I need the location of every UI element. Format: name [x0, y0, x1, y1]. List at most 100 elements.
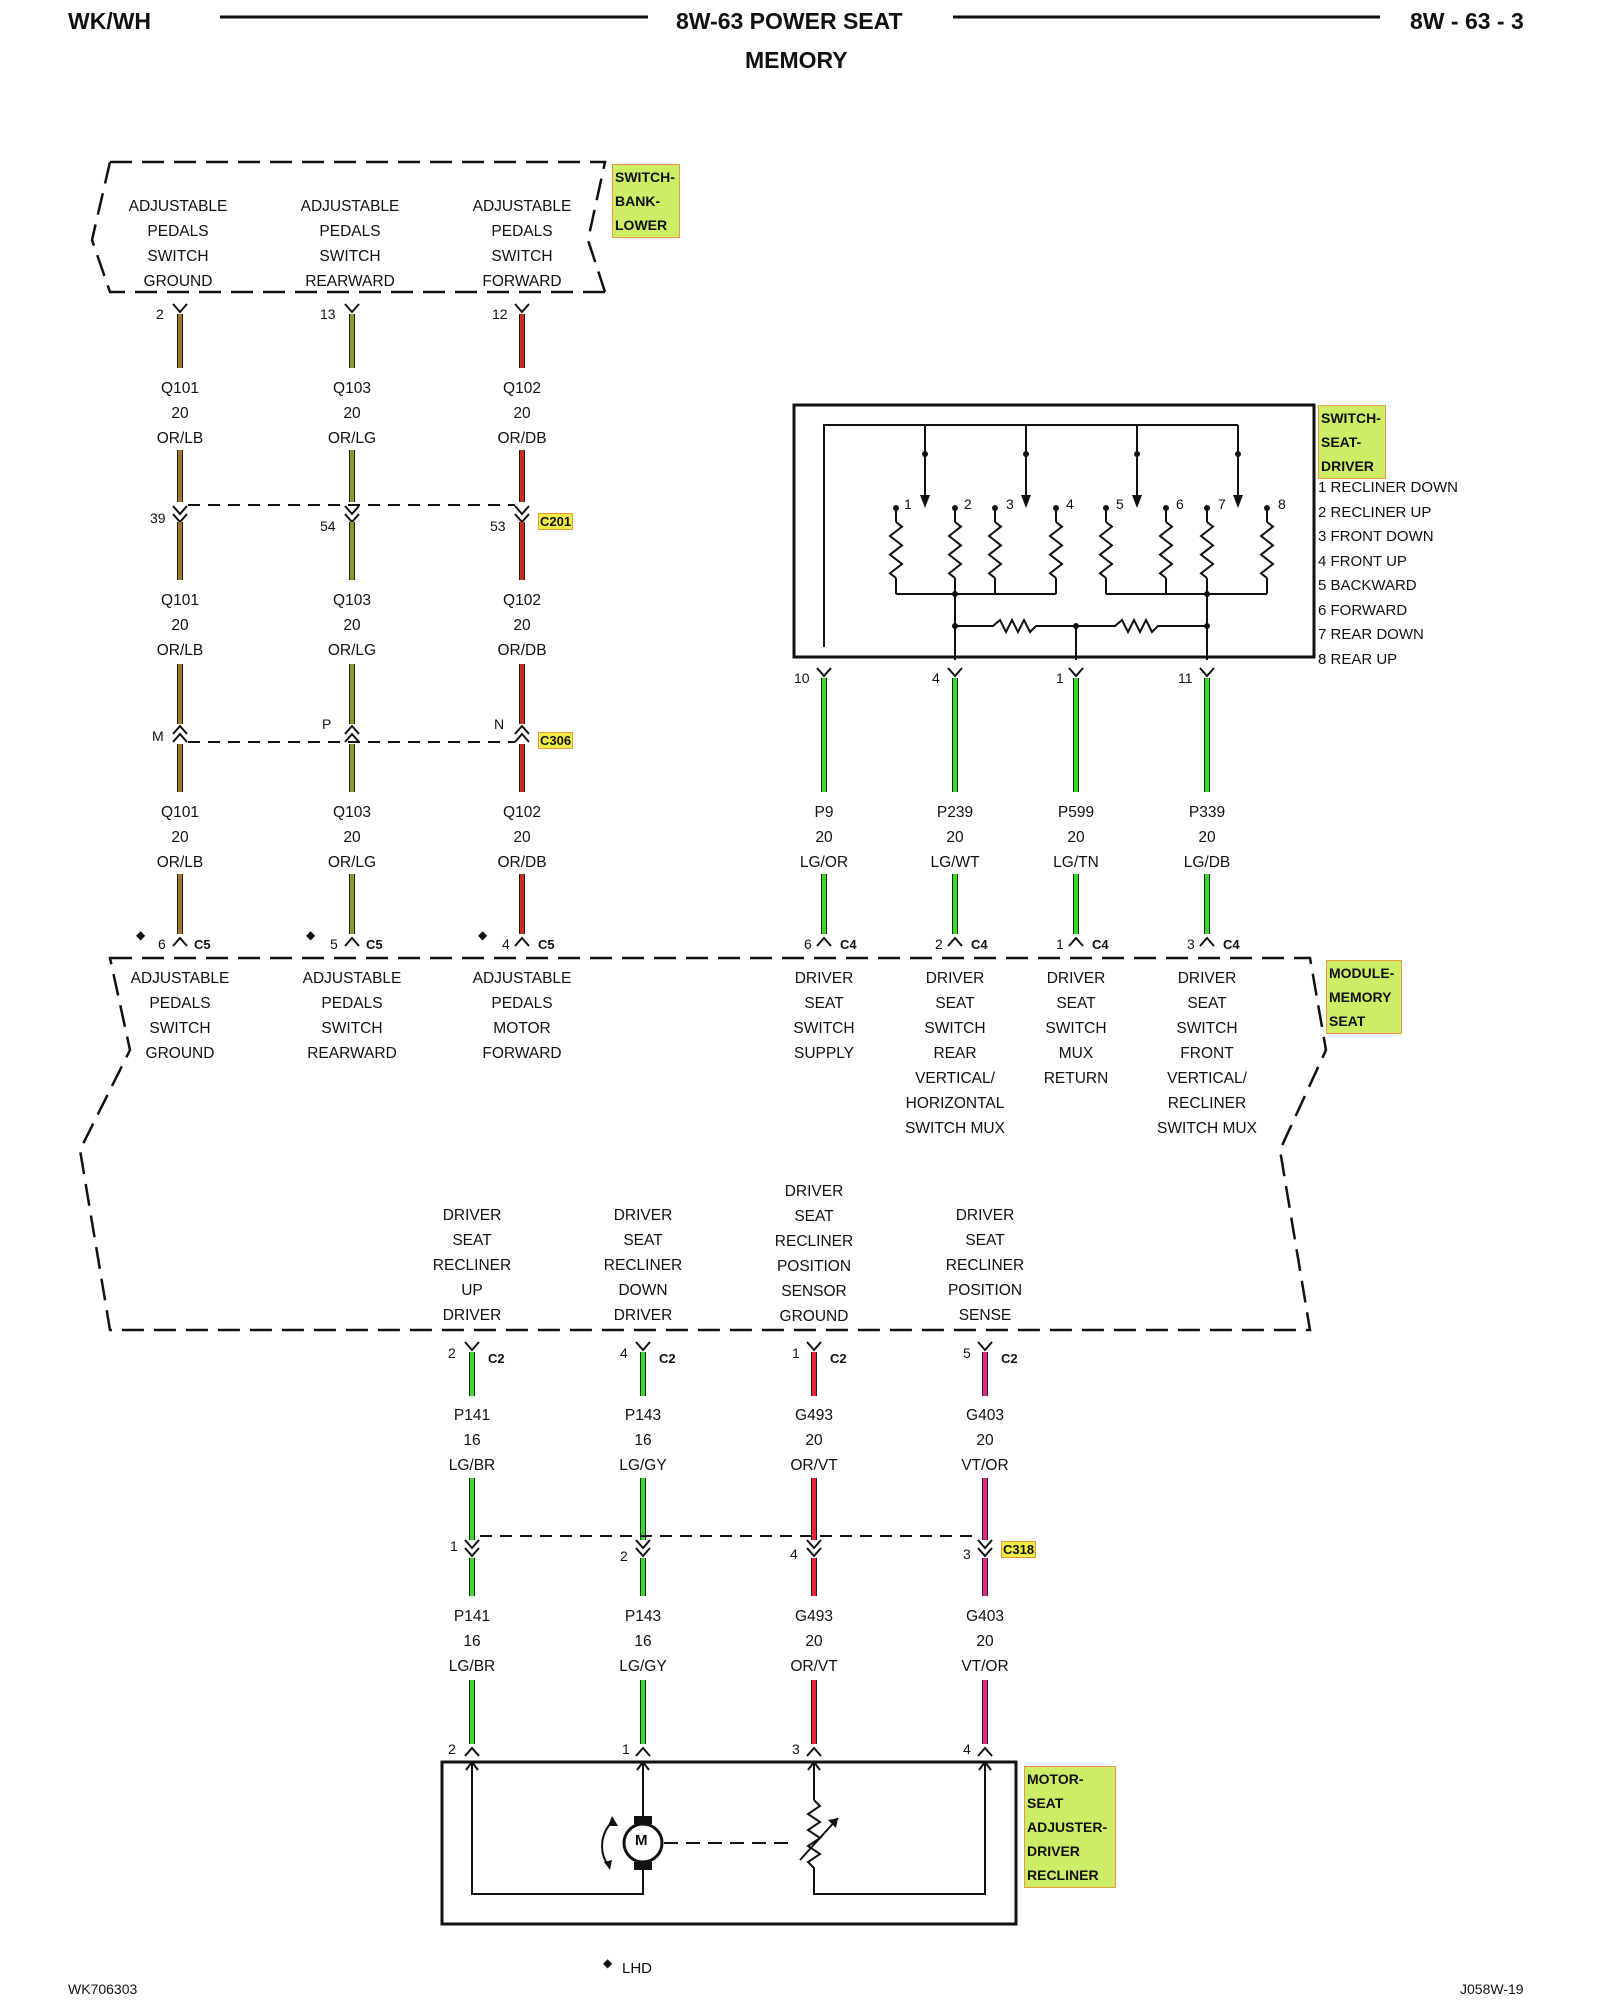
motor-recliner-tag: MOTOR- SEAT ADJUSTER- DRIVER RECLINER [1024, 1766, 1116, 1888]
junction-dot [1204, 623, 1210, 629]
wire-id: P143 [624, 1608, 662, 1625]
module-memory-seat-outline [78, 956, 1328, 1332]
c4-label: C4 [971, 937, 988, 952]
motor-pin: 3 [792, 1741, 800, 1757]
wire-label-upper: G403 20 VT/OR [925, 1403, 1045, 1478]
wire-label-segment-3: Q103 20 OR/LG [292, 800, 412, 875]
wire-id: P339 [1188, 804, 1226, 821]
c2-label: C2 [1001, 1351, 1018, 1366]
module-pin-label: DRIVER SEAT SWITCH MUX RETURN [1043, 970, 1109, 1087]
switch-seat-legend: 1 RECLINER DOWN 2 RECLINER UP 3 FRONT DO… [1318, 476, 1458, 672]
motor-brush [634, 1862, 652, 1870]
wire-id: Q103 [333, 804, 371, 821]
switch-bank-pin: 12 [492, 306, 508, 322]
switch-seat-pin-5: 5 [1116, 496, 1124, 512]
wire-color: LG/BR [448, 1658, 496, 1675]
switch-bank-label-ground: ADJUSTABLE PEDALS SWITCH GROUND [128, 198, 228, 290]
c5-pin: 4 [502, 936, 510, 952]
wire-color: LG/GY [619, 1457, 667, 1474]
resistor [1158, 521, 1174, 579]
module-pin-label: DRIVER SEAT SWITCH FRONT VERTICAL/ RECLI… [1157, 970, 1257, 1137]
c318-pin: 1 [450, 1538, 458, 1554]
resistor [987, 521, 1003, 579]
figure-id: WK706303 [68, 1981, 138, 1997]
c2-connector [635, 1341, 651, 1352]
wire-color: OR/LG [327, 642, 377, 659]
legend-item: 6 FORWARD [1318, 601, 1408, 619]
wire-id: Q102 [503, 380, 541, 397]
wire-color: OR/DB [497, 854, 547, 871]
resistor [1199, 521, 1215, 579]
wire-label-segment-2: Q101 20 OR/LB [120, 588, 240, 663]
switch-seat-pin-8: 8 [1278, 496, 1286, 512]
c318-connector [977, 1547, 993, 1558]
motor-connector [464, 1746, 480, 1757]
motor-connector [806, 1746, 822, 1757]
page-title: 8W-63 POWER SEAT [676, 8, 903, 34]
legend-item: 3 FRONT DOWN [1318, 528, 1434, 545]
c2-connector [977, 1341, 993, 1352]
wire-color: OR/LG [327, 430, 377, 447]
c318-connector [464, 1547, 480, 1558]
c2-connector [464, 1341, 480, 1352]
c306-pin: P [322, 716, 332, 732]
lhd-note-diamond: ◆ [603, 1956, 613, 1970]
motor-connector [977, 1746, 993, 1757]
module-pin-label: DRIVER SEAT SWITCH REAR VERTICAL/ HORIZO… [905, 970, 1005, 1137]
switch-seat-driver-tag: SWITCH- SEAT- DRIVER [1318, 405, 1386, 479]
lhd-diamond: ◆ [478, 928, 488, 942]
wire-label-segment-1: Q101 20 OR/LB [120, 376, 240, 451]
wire-label-lower: G403 20 VT/OR [925, 1604, 1045, 1679]
c201-connector [514, 505, 530, 516]
c4-connector [947, 936, 963, 947]
wire-gauge: 20 [513, 829, 531, 846]
wire-gauge: 20 [343, 405, 361, 422]
lhd-diamond: ◆ [306, 928, 316, 942]
wire-color: OR/LB [156, 642, 204, 659]
c318-connector [806, 1547, 822, 1558]
potentiometer-wiper [799, 1817, 839, 1861]
wire-gauge: 20 [815, 829, 833, 846]
module-pin-label: DRIVER SEAT RECLINER POSITION SENSE [945, 1207, 1025, 1324]
wire-color: OR/LB [156, 854, 204, 871]
switch-seat-bus [823, 424, 1238, 647]
wire-id: P141 [453, 1608, 491, 1625]
resistor [888, 521, 904, 579]
resistor [1259, 521, 1275, 579]
c4-pin: 6 [804, 936, 812, 952]
series-resistor [955, 617, 1207, 635]
wire-id: G403 [966, 1407, 1004, 1424]
wire-id: Q102 [503, 592, 541, 609]
wire-label: P599 20 LG/TN [1016, 800, 1136, 875]
switch-seat-connector [1068, 667, 1084, 678]
c5-pin: 6 [158, 936, 166, 952]
wire-gauge: 20 [171, 829, 189, 846]
c5-label: C5 [194, 937, 211, 952]
wire-color: VT/OR [961, 1457, 1009, 1474]
wire-id: G493 [795, 1407, 833, 1424]
wire-label-segment-1: Q102 20 OR/DB [462, 376, 582, 451]
junction-dot [1073, 623, 1079, 629]
module-pin-label: DRIVER SEAT RECLINER UP DRIVER [432, 1207, 512, 1324]
module-pin-label: ADJUSTABLE PEDALS SWITCH REARWARD [302, 970, 402, 1062]
wire-color: VT/OR [961, 1658, 1009, 1675]
switch-seat-connector-pin: 10 [794, 670, 810, 686]
junction-dot [1134, 451, 1140, 457]
c2-label: C2 [830, 1351, 847, 1366]
c318-connector [635, 1539, 651, 1550]
wire-id: Q103 [333, 380, 371, 397]
c318-connector [464, 1539, 480, 1550]
legend-item: 5 BACKWARD [1318, 577, 1417, 594]
wire-gauge: 20 [1198, 829, 1216, 846]
wire-label-segment-2: Q102 20 OR/DB [462, 588, 582, 663]
switch-bank-connector [514, 303, 530, 314]
wire-id: Q103 [333, 592, 371, 609]
switch-seat-pin-3: 3 [1006, 496, 1014, 512]
wire-gauge: 16 [634, 1633, 652, 1650]
page-number: 8W - 63 - 3 [1410, 8, 1524, 34]
c318-connector [635, 1547, 651, 1558]
c306-tag: C306 [538, 732, 574, 749]
c2-pin: 4 [620, 1345, 628, 1361]
switch-seat-connector [1199, 667, 1215, 678]
